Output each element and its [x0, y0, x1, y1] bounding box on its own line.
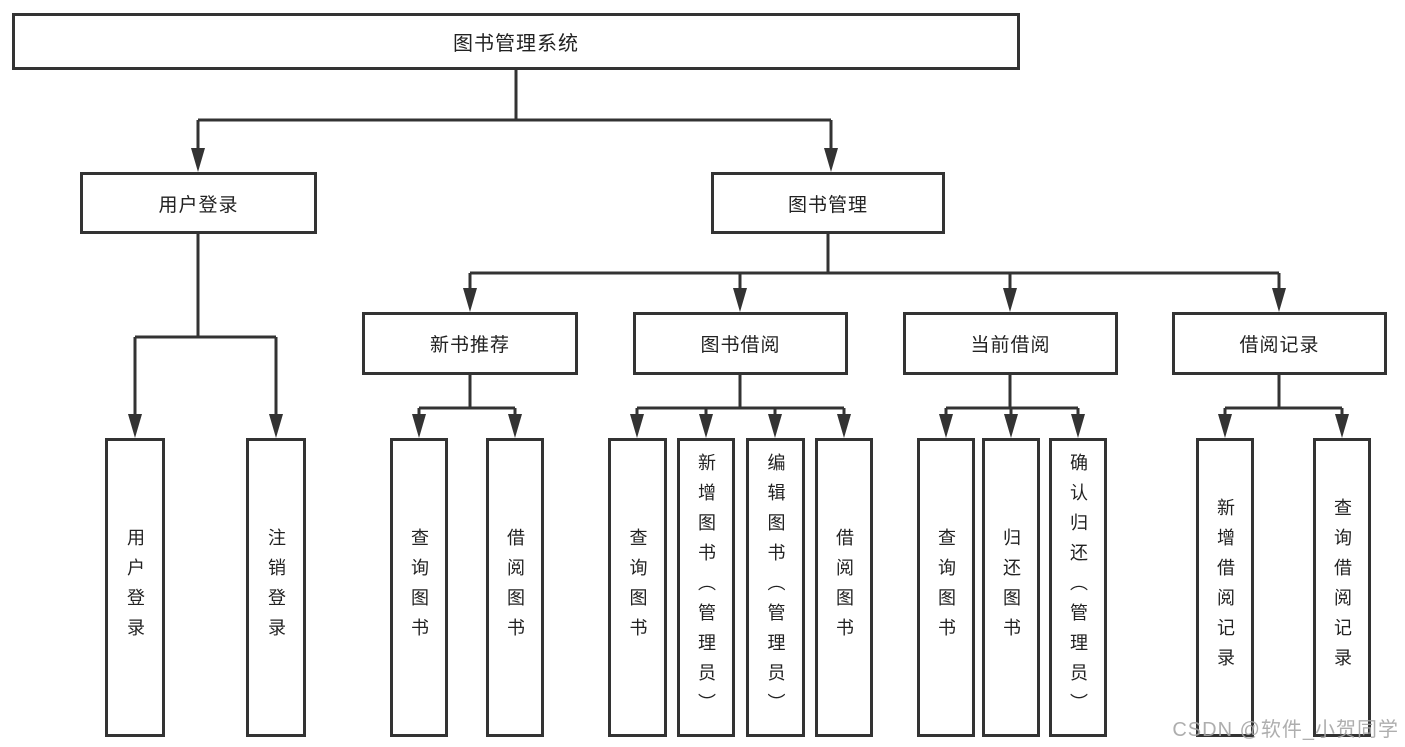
watermark-text: CSDN @软件_小贺同学 [1172, 719, 1399, 741]
leaf-logout: 注销登录 [246, 438, 306, 737]
node-current-borrowing: 当前借阅 [903, 312, 1118, 375]
node-library-management-system: 图书管理系统 [12, 13, 1020, 70]
leaf-add-book-admin: 新增图书（管理员） [677, 438, 735, 737]
leaf-add-borrow-record: 新增借阅记录 [1196, 438, 1254, 737]
leaf-borrow-books: 借阅图书 [815, 438, 873, 737]
node-book-borrowing: 图书借阅 [633, 312, 848, 375]
leaf-user-login: 用户登录 [105, 438, 165, 737]
leaf-borrow-books-recommend: 借阅图书 [486, 438, 544, 737]
leaf-return-books: 归还图书 [982, 438, 1040, 737]
node-book-management: 图书管理 [711, 172, 945, 234]
node-new-book-recommendation: 新书推荐 [362, 312, 578, 375]
node-borrowing-records: 借阅记录 [1172, 312, 1387, 375]
leaf-query-borrow-record: 查询借阅记录 [1313, 438, 1371, 737]
leaf-query-books-borrowing: 查询图书 [608, 438, 667, 737]
leaf-confirm-return-admin: 确认归还（管理员） [1049, 438, 1107, 737]
node-user-login: 用户登录 [80, 172, 317, 234]
leaf-query-books-recommend: 查询图书 [390, 438, 448, 737]
leaf-query-books-current: 查询图书 [917, 438, 975, 737]
leaf-edit-book-admin: 编辑图书（管理员） [746, 438, 805, 737]
